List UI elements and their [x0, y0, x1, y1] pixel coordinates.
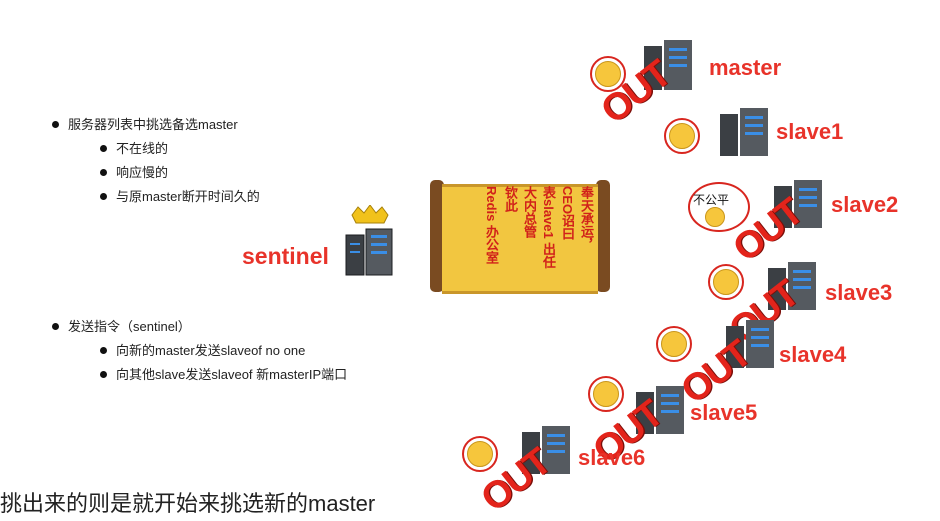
scroll-rod-left — [430, 180, 444, 292]
server-icon — [644, 40, 692, 90]
bubble-text: 不公平 — [693, 193, 730, 207]
criteria-list: 服务器列表中挑选备选master 不在线的 响应慢的 与原master断开时间久… — [52, 113, 260, 209]
criteria-item: 与原master断开时间久的 — [100, 185, 260, 209]
crown-icon — [351, 205, 389, 224]
server-label: slave4 — [779, 342, 847, 367]
smirk-face-icon — [669, 123, 695, 149]
server-icon — [726, 320, 774, 368]
command-item: 向其他slave发送slaveof 新masterIP端口 — [100, 363, 347, 387]
criteria-heading: 服务器列表中挑选备选master — [52, 113, 260, 137]
slide: { "criteria": { "heading": "服务器列表中挑选备选ma… — [0, 40, 899, 521]
sentinel-label: sentinel — [242, 243, 329, 269]
crying-face-icon — [705, 207, 725, 227]
crying-face-icon — [713, 269, 739, 295]
scroll-text: 奉天承运， CEO诏曰 表slave1 出任 大内总管 钦此 Redis 办公室 — [444, 186, 596, 286]
video-caption: 挑出来的则是就开始来挑选新的master — [0, 491, 376, 516]
scroll-line: 大内总管 — [522, 186, 537, 238]
scroll-rod-right — [596, 180, 610, 292]
server-label: slave2 — [831, 192, 899, 217]
scroll-line: 奉天承运， — [579, 186, 594, 251]
server-icon — [768, 262, 816, 310]
sentinel-server — [345, 205, 393, 276]
crying-face-icon — [593, 381, 619, 407]
criteria-item: 响应慢的 — [100, 161, 260, 185]
server-label: slave1 — [776, 119, 844, 144]
server-icon — [522, 426, 570, 474]
crying-face-icon — [467, 441, 493, 467]
server-label: slave6 — [578, 445, 646, 470]
scroll-line: Redis 办公室 — [484, 186, 499, 265]
server-icon — [774, 180, 822, 228]
server-icon — [720, 108, 768, 156]
crying-face-icon — [661, 331, 687, 357]
imperial-scroll: 奉天承运， CEO诏曰 表slave1 出任 大内总管 钦此 Redis 办公室 — [430, 180, 610, 294]
server-label: slave5 — [690, 400, 758, 425]
server-icon — [636, 386, 684, 434]
command-list: 发送指令（sentinel） 向新的master发送slaveof no one… — [52, 315, 347, 387]
scroll-paper — [442, 184, 598, 294]
criteria-item: 不在线的 — [100, 137, 260, 161]
server-label: master — [709, 55, 782, 80]
scroll-line: CEO诏曰 — [560, 186, 575, 241]
server-label: slave3 — [825, 280, 893, 305]
scroll-line: 钦此 — [503, 186, 518, 212]
command-item: 向新的master发送slaveof no one — [100, 339, 347, 363]
command-heading: 发送指令（sentinel） — [52, 315, 347, 339]
scroll-line: 表slave1 出任 — [541, 186, 556, 269]
crying-face-icon — [595, 61, 621, 87]
